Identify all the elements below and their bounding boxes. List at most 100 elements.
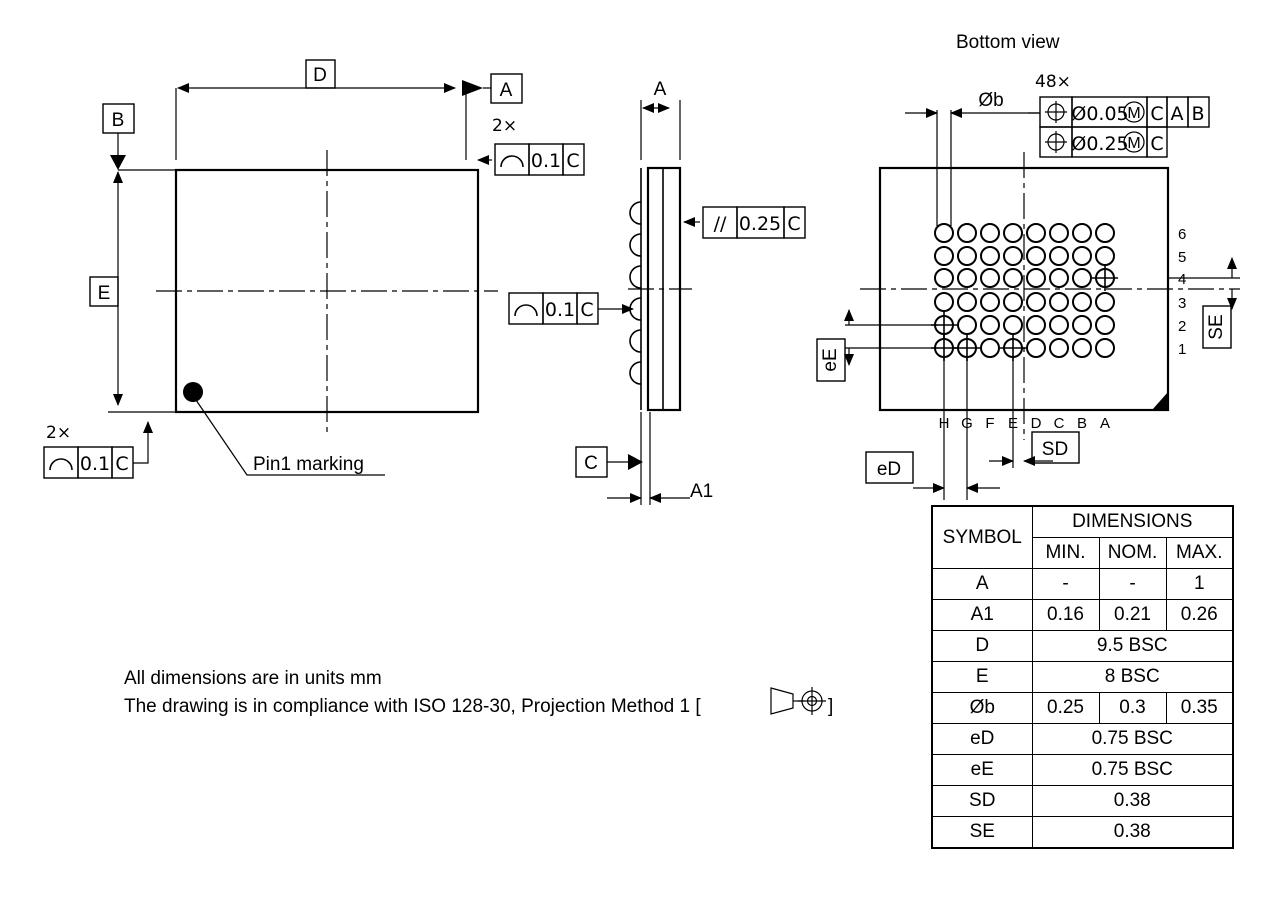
position-1-datum-A: A (1171, 103, 1184, 125)
position-2-value: Ø0.25 (1071, 133, 1128, 155)
parallelism-frame: // 0.25 C (683, 206, 806, 239)
dimensions-table: SYMBOL DIMENSIONS MIN. NOM. MAX. A - - 1… (931, 505, 1234, 849)
position-1-datum-C: C (1150, 103, 1163, 125)
position-1-modifier: M (1127, 105, 1140, 122)
dimension-A: A (640, 79, 681, 160)
table-row: E 8 BSC (931, 661, 1234, 693)
profile-frame-side: 0.1 C (508, 292, 634, 325)
datum-C: C (575, 446, 643, 478)
row-A1-nom: 0.21 (1098, 599, 1167, 631)
profile-top-value: 0.1 (531, 150, 561, 172)
column-label-C: C (1054, 415, 1065, 432)
table-header-dimensions: DIMENSIONS (1031, 505, 1234, 538)
table-row: eE 0.75 BSC (931, 754, 1234, 786)
row-symbol-E: E (931, 661, 1033, 693)
profile-top-count: 2× (492, 116, 517, 136)
row-E-value: 8 BSC (1031, 661, 1234, 693)
table-row: eD 0.75 BSC (931, 723, 1234, 755)
profile-left-datum: C (115, 453, 128, 475)
table-header-symbol: SYMBOL (931, 505, 1033, 569)
table-row: D 9.5 BSC (931, 630, 1234, 662)
table-header-row-2: MIN. NOM. MAX. (932, 537, 1234, 569)
dim-label-SE-text: SE (1206, 314, 1227, 339)
row-A1-max: 0.26 (1165, 599, 1234, 631)
table-row: SD 0.38 (931, 785, 1234, 817)
profile-frame-left: 2× 0.1 C (43, 421, 153, 479)
row-label-1: 1 (1178, 341, 1186, 358)
position-2-datum-C: C (1150, 133, 1163, 155)
dimension-ball-diameter: Øb (905, 90, 1040, 226)
position-1-value: Ø0.05 (1071, 103, 1128, 125)
row-symbol-SD: SD (931, 785, 1033, 817)
dim-label-b-text: Øb (978, 90, 1003, 111)
parallelism-datum: C (787, 213, 800, 235)
datum-B: B (102, 103, 176, 171)
column-label-D: D (1031, 415, 1042, 432)
note-line-2-tail: ] (828, 696, 833, 717)
profile-left-value: 0.1 (80, 453, 110, 475)
table-row: SE 0.38 (931, 816, 1234, 849)
bottom-view: Bottom view (816, 32, 1240, 500)
row-eD-value: 0.75 BSC (1031, 723, 1234, 755)
row-A-nom: - (1098, 568, 1167, 600)
note-line-1: All dimensions are in units mm (124, 668, 382, 689)
column-label-A: A (1100, 415, 1110, 432)
row-b-nom: 0.3 (1098, 692, 1167, 724)
dim-label-A-text: A (654, 79, 667, 100)
row-SE-value: 0.38 (1031, 816, 1234, 849)
dim-label-E-text: E (98, 283, 111, 304)
column-label-F: F (985, 415, 994, 432)
row-b-min: 0.25 (1031, 692, 1100, 724)
parallelism-value: 0.25 (739, 213, 781, 235)
table-row: Øb 0.25 0.3 0.35 (931, 692, 1234, 724)
profile-side-value: 0.1 (545, 299, 575, 321)
pin1-marking-label: Pin1 marking (253, 454, 364, 475)
dim-label-eE-text: eE (820, 348, 841, 371)
dimension-eD: eD (865, 358, 1000, 500)
dimension-SE: SE (1168, 257, 1240, 349)
row-A-max: 1 (1165, 568, 1234, 600)
chamfer-corner-marker (1152, 392, 1168, 410)
side-view: A // 0.25 C 0.1 C C (508, 79, 806, 505)
row-D-value: 9.5 BSC (1031, 630, 1234, 662)
position-2-modifier: M (1127, 135, 1140, 152)
position-1-datum-B: B (1191, 103, 1204, 125)
dim-label-D-text: D (313, 65, 327, 86)
row-eE-value: 0.75 BSC (1031, 754, 1234, 786)
datum-B-text: B (112, 110, 125, 131)
profile-frame-top: 2× 0.1 C (477, 116, 585, 176)
row-label-2: 2 (1178, 318, 1186, 335)
dim-label-A1-text: A1 (690, 481, 713, 502)
position-frame-1: Ø0.05 M C A B (1039, 96, 1210, 128)
row-symbol-b: Øb (931, 692, 1033, 724)
row-label-6: 6 (1178, 226, 1186, 243)
row-symbol-A: A (931, 568, 1033, 600)
top-view: D A B E 2× (43, 59, 585, 479)
table-row: A - - 1 (931, 568, 1234, 600)
row-label-3: 3 (1178, 295, 1186, 312)
profile-side-datum: C (580, 299, 593, 321)
row-A1-min: 0.16 (1031, 599, 1100, 631)
row-symbol-eE: eE (931, 754, 1033, 786)
profile-top-datum: C (566, 150, 579, 172)
table-header-row-1: SYMBOL DIMENSIONS (931, 505, 1234, 569)
table-row: A1 0.16 0.21 0.26 (931, 599, 1234, 631)
table-header-max: MAX. (1165, 537, 1234, 569)
dimension-A1: A1 (607, 412, 713, 505)
first-angle-projection-icon (770, 687, 826, 715)
row-A-min: - (1031, 568, 1100, 600)
pin1-marking-dot (183, 382, 203, 402)
dimension-SD: SD (989, 358, 1080, 468)
notes-block: All dimensions are in units mm The drawi… (124, 668, 833, 717)
row-SD-value: 0.38 (1031, 785, 1234, 817)
dim-label-E: E (89, 276, 119, 307)
dim-label-D: D (305, 59, 336, 89)
dimension-eE: eE (816, 309, 938, 382)
table-header-min: MIN. (1031, 537, 1100, 569)
dim-label-eD-text: eD (877, 459, 901, 480)
note-line-2: The drawing is in compliance with ISO 12… (124, 696, 701, 717)
profile-left-count: 2× (46, 423, 71, 443)
row-label-5: 5 (1178, 249, 1186, 266)
datum-C-text: C (584, 453, 598, 474)
